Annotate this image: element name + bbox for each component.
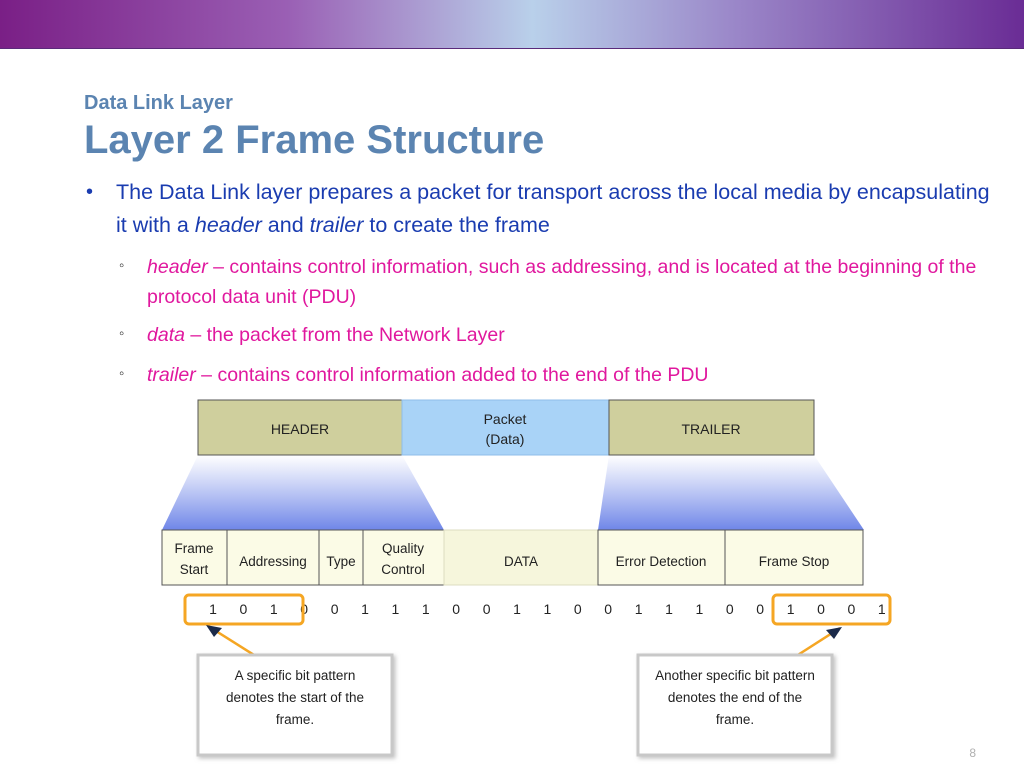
- bit-10: 1: [513, 601, 521, 617]
- top-packet-label-1: Packet: [484, 411, 527, 427]
- field-frame-start: [161, 529, 228, 586]
- sub-bullet-ring-icon: ◦: [119, 365, 125, 382]
- end-callout-box: [636, 653, 834, 757]
- slide-title: Layer 2 Frame Structure: [84, 118, 545, 162]
- top-header-box: [197, 399, 403, 456]
- bit-1: 0: [240, 601, 248, 617]
- bit-0: 1: [209, 601, 217, 617]
- bit-11: 1: [544, 601, 552, 617]
- sub-term-trailer: trailer: [147, 364, 196, 386]
- field-data: [443, 529, 599, 586]
- end-callout: Another specific bit pattern denotes the…: [636, 653, 834, 757]
- bit-15: 1: [665, 601, 673, 617]
- bullet-trailer-term: trailer: [309, 213, 364, 237]
- field-quality-control: [362, 529, 445, 586]
- bit-6: 1: [392, 601, 400, 617]
- sub-term-data: data: [147, 324, 185, 346]
- end-callout-line-2: denotes the end of the: [668, 690, 802, 705]
- end-callout-line-3: frame.: [716, 712, 754, 727]
- bit-22: 1: [878, 601, 886, 617]
- start-pattern-highlight: [183, 593, 305, 626]
- bullet-and: and: [261, 213, 310, 237]
- sub-text-header: – contains control information, such as …: [147, 256, 977, 308]
- field-frame-stop: [724, 529, 864, 586]
- field-type-label: Type: [326, 554, 355, 569]
- sub-bullet-trailer: ◦ trailer – contains control information …: [119, 360, 977, 390]
- slide-kicker: Data Link Layer: [84, 92, 233, 114]
- main-bullet: • The Data Link layer prepares a packet f…: [86, 176, 996, 242]
- bullet-dot-icon: •: [86, 181, 94, 203]
- bit-19: 1: [787, 601, 795, 617]
- trailer-expansion-fan: [598, 455, 864, 530]
- field-quality-label-1: Quality: [382, 541, 424, 556]
- bit-18: 0: [756, 601, 764, 617]
- start-callout-line-2: denotes the start of the: [226, 690, 364, 705]
- header-expansion-fan: [162, 455, 444, 530]
- top-banner: [0, 0, 1024, 49]
- top-header-label: HEADER: [271, 421, 329, 437]
- start-callout-line-3: frame.: [276, 712, 314, 727]
- sub-bullet-header: ◦ header – contains control information, …: [119, 252, 977, 312]
- field-frame-stop-label: Frame Stop: [759, 554, 830, 569]
- end-callout-line-1: Another specific bit pattern: [655, 668, 815, 683]
- sub-bullet-ring-icon: ◦: [119, 257, 125, 274]
- sub-text-data: – the packet from the Network Layer: [184, 324, 505, 346]
- bit-7: 1: [422, 601, 430, 617]
- bit-17: 0: [726, 601, 734, 617]
- top-trailer-label: TRAILER: [681, 421, 740, 437]
- field-frame-start-label-2: Start: [180, 562, 209, 577]
- top-packet-label-2: (Data): [486, 431, 525, 447]
- bit-12: 0: [574, 601, 582, 617]
- bit-8: 0: [452, 601, 460, 617]
- bit-9: 0: [483, 601, 491, 617]
- sub-bullet-data: ◦ data – the packet from the Network Laye…: [119, 320, 977, 350]
- field-addressing: [226, 529, 320, 586]
- bit-5: 1: [361, 601, 369, 617]
- sub-bullet-ring-icon: ◦: [119, 325, 125, 342]
- end-arrow-head: [826, 627, 842, 639]
- bullet-text-part1: The Data Link layer prepares a packet fo…: [116, 180, 990, 237]
- sub-text-trailer: – contains control information added to …: [195, 364, 709, 386]
- sub-term-header: header: [147, 256, 208, 278]
- field-error-detection-label: Error Detection: [616, 554, 707, 569]
- bit-14: 1: [635, 601, 643, 617]
- field-data-label: DATA: [504, 554, 538, 569]
- frame-fields-row: Frame Start Addressing Type Quality Cont…: [161, 529, 864, 586]
- bit-2: 1: [270, 601, 278, 617]
- top-trailer-box: [608, 399, 815, 456]
- bit-13: 0: [604, 601, 612, 617]
- field-addressing-label: Addressing: [239, 554, 307, 569]
- bullet-header-term: header: [194, 213, 262, 237]
- field-quality-label-2: Control: [381, 562, 425, 577]
- bit-21: 0: [848, 601, 856, 617]
- bit-4: 0: [331, 601, 339, 617]
- start-arrow-head: [206, 625, 222, 637]
- field-frame-start-label-1: Frame: [174, 541, 213, 556]
- start-callout-line-1: A specific bit pattern: [235, 668, 356, 683]
- page-number: 8: [969, 746, 976, 760]
- start-callout: A specific bit pattern denotes the start…: [196, 653, 394, 757]
- field-error-detection: [597, 529, 726, 586]
- end-pattern-highlight: [771, 593, 892, 626]
- bit-20: 0: [817, 601, 825, 617]
- bullet-text-part2: to create the frame: [363, 213, 550, 237]
- top-frame: HEADER Packet (Data) TRAILER: [197, 399, 815, 456]
- start-callout-box: [196, 653, 394, 757]
- bit-16: 1: [696, 601, 704, 617]
